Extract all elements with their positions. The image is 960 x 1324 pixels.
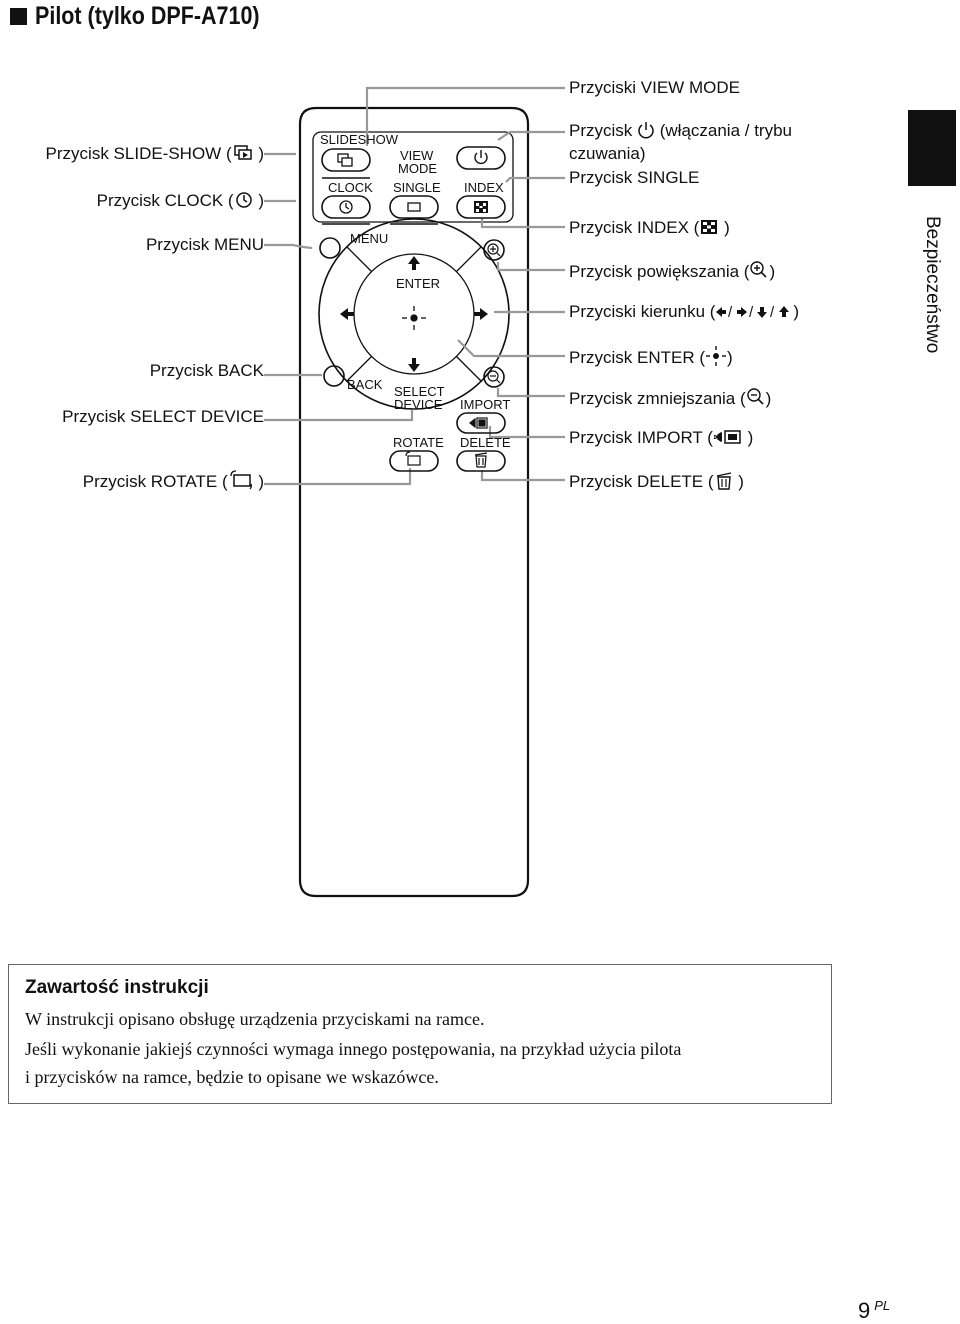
label-menu: Przycisk MENU: [145, 235, 264, 254]
remote-delete-label: DELETE: [460, 435, 511, 450]
remote-select-label-2: DEVICE: [394, 397, 443, 412]
single-icon: [407, 202, 421, 212]
callout-select: [264, 410, 414, 422]
zoom-out-icon: [746, 387, 766, 412]
page-title: Pilot (tylko DPF-A710): [35, 1, 260, 30]
label-rotate: Przycisk ROTATE ( ): [83, 470, 264, 495]
arrow-down-button[interactable]: [408, 358, 420, 372]
callout-rotate: [264, 468, 412, 486]
remote-clock-label: CLOCK: [328, 180, 373, 195]
info-box: Zawartość instrukcji W instrukcji opisan…: [8, 964, 832, 1104]
enter-icon: [705, 346, 727, 371]
arrows-icon: [340, 256, 488, 372]
arrows-icon: / / /: [715, 304, 793, 325]
callout-power: [497, 130, 565, 141]
dpad-ring: [318, 218, 510, 410]
label-select-device: Przycisk SELECT DEVICE: [62, 407, 264, 426]
delete-button[interactable]: [456, 450, 506, 472]
rotate-icon: [405, 451, 421, 466]
callout-enter: [457, 339, 565, 358]
import-button[interactable]: [456, 412, 506, 434]
callout-zoom-in: [496, 262, 565, 272]
enter-icon[interactable]: [402, 306, 426, 330]
callout-single: [505, 176, 565, 183]
remote-rotate-label: ROTATE: [393, 435, 444, 450]
index-icon: [474, 201, 488, 213]
label-index: Przycisk INDEX ( ): [569, 218, 730, 241]
index-icon: [699, 218, 719, 241]
zoom-out-icon: [487, 370, 501, 384]
power-icon: [637, 121, 655, 144]
remote-index-label: INDEX: [464, 180, 504, 195]
svg-text:/: /: [770, 304, 775, 320]
remote-enter-label: ENTER: [396, 276, 440, 291]
zoom-in-icon: [749, 260, 769, 285]
arrow-up-button[interactable]: [408, 256, 420, 270]
clock-icon: [339, 200, 353, 214]
slideshow-icon: [232, 144, 254, 167]
info-box-title: Zawartość instrukcji: [25, 977, 209, 998]
remote-view-label-2: MODE: [398, 161, 437, 176]
slideshow-icon: [337, 153, 353, 167]
import-icon: [469, 417, 488, 429]
menu-button[interactable]: [319, 237, 341, 259]
index-button[interactable]: [456, 195, 506, 219]
delete-icon: [474, 452, 488, 468]
label-import: Przycisk IMPORT ( ): [569, 428, 753, 451]
import-icon: [713, 428, 743, 451]
rotate-icon: [228, 470, 254, 495]
callout-index: [480, 218, 565, 229]
svg-text:/: /: [728, 304, 733, 320]
remote-back-label: BACK: [347, 377, 383, 392]
remote-menu-label: MENU: [350, 231, 388, 246]
zoom-in-icon: [487, 243, 501, 257]
svg-text:/: /: [749, 304, 754, 320]
label-delete: Przycisk DELETE ( ): [569, 470, 744, 495]
slideshow-button[interactable]: [321, 148, 371, 172]
remote-import-label: IMPORT: [460, 397, 510, 412]
label-clock: Przycisk CLOCK ( ): [97, 191, 264, 214]
info-box-line-2: Jeśli wykonanie jakiejś czynności wymaga…: [25, 1039, 682, 1059]
clock-icon: [234, 191, 254, 214]
remote-body: [298, 106, 530, 898]
callout-delete: [480, 470, 565, 482]
callout-import: [488, 426, 565, 439]
rotate-button[interactable]: [389, 450, 439, 472]
label-back: Przycisk BACK: [149, 361, 264, 380]
remote-single-label: SINGLE: [393, 180, 441, 195]
info-box-line-1: W instrukcji opisano obsługę urządzenia …: [25, 1009, 485, 1029]
label-single: Przycisk SINGLE: [569, 168, 700, 187]
label-enter: Przycisk ENTER (): [569, 346, 733, 371]
remote-select-label-1: SELECT: [394, 384, 445, 399]
back-button[interactable]: [323, 365, 345, 387]
label-slideshow: Przycisk SLIDE-SHOW ( ): [46, 144, 264, 167]
label-view-mode: Przyciski VIEW MODE: [569, 78, 740, 97]
label-zoom-in: Przycisk powiększania (): [569, 260, 775, 285]
remote-slideshow-label: SLIDESHOW: [320, 132, 399, 147]
clock-button[interactable]: [321, 195, 371, 219]
single-button[interactable]: [389, 195, 439, 219]
zoom-out-button[interactable]: [483, 366, 505, 388]
arrow-right-button[interactable]: [474, 308, 488, 320]
page-lang: PL: [874, 1298, 891, 1313]
info-box-line-3: i przycisków na ramce, będzie to opisane…: [25, 1067, 439, 1087]
callout-menu: [264, 243, 313, 250]
side-tab-marker: [908, 110, 956, 186]
remote-view-label-1: VIEW: [400, 148, 434, 163]
zoom-in-button[interactable]: [483, 239, 505, 261]
section-title: Pilot (tylko DPF-A710): [10, 0, 296, 32]
arrow-left-button[interactable]: [340, 308, 354, 320]
delete-icon: [714, 470, 734, 495]
callout-view-mode: [365, 86, 565, 146]
title-square-icon: [10, 7, 27, 25]
label-zoom-out: Przycisk zmniejszania (): [569, 387, 771, 412]
label-direction: Przyciski kierunku (///): [569, 302, 799, 325]
power-button[interactable]: [456, 146, 506, 170]
power-icon: [474, 150, 488, 165]
remote-control-diagram: SLIDESHOW VIEW MODE CLOCK SINGLE INDEX M…: [264, 86, 565, 898]
callout-zoom-out: [496, 388, 565, 398]
